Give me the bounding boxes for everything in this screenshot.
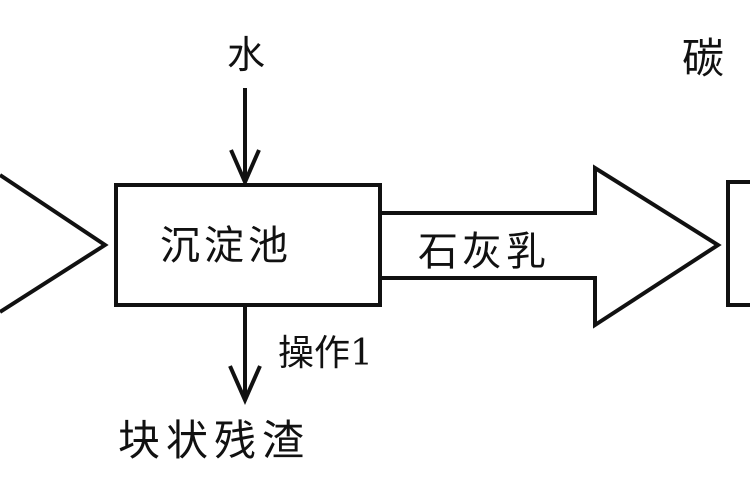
incoming-arrow-head [0,173,109,314]
lime-milk-big-arrow [380,164,722,329]
settling-tank-label: 沉淀池 [160,223,292,269]
next-unit-box [726,180,750,307]
settling-tank-box [114,183,382,307]
residue-label: 块状残渣 [118,416,311,465]
water-label: 水 [227,33,266,77]
operation-arrow-head [228,365,262,405]
lime-milk-label: 石灰乳 [418,229,550,275]
partial-right-label: 碳 [682,34,725,83]
water-arrow-head [229,149,261,187]
operation-label: 操作1 [278,333,373,374]
